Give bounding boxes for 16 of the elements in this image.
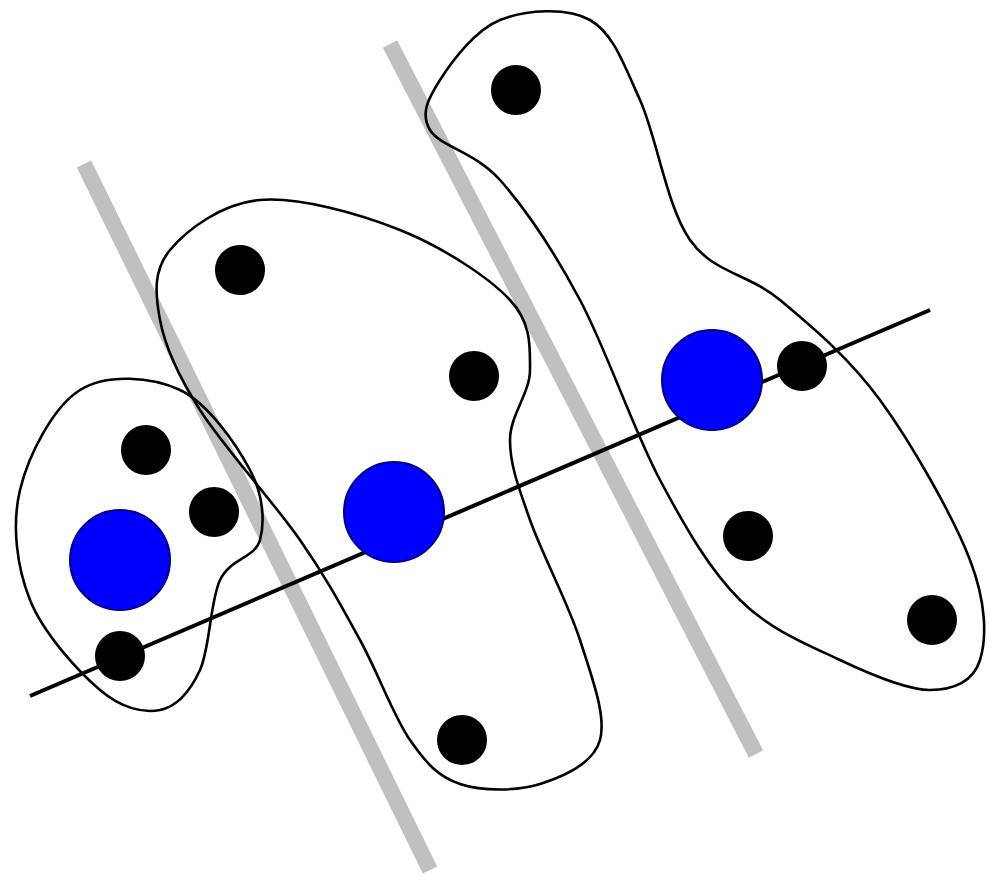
data-point: [215, 245, 265, 295]
cluster-outline: [14, 377, 264, 713]
data-point: [437, 715, 487, 765]
centroid-point: [343, 461, 445, 563]
data-point: [907, 595, 957, 645]
data-point: [189, 487, 239, 537]
data-point: [491, 65, 541, 115]
data-point: [777, 341, 827, 391]
data-point: [121, 425, 171, 475]
centroid-point: [69, 509, 171, 611]
data-point: [449, 351, 499, 401]
cluster-outline: [155, 198, 603, 791]
centroid-point: [661, 329, 763, 431]
cluster-outline: [424, 9, 986, 692]
data-point: [723, 511, 773, 561]
data-point: [95, 631, 145, 681]
